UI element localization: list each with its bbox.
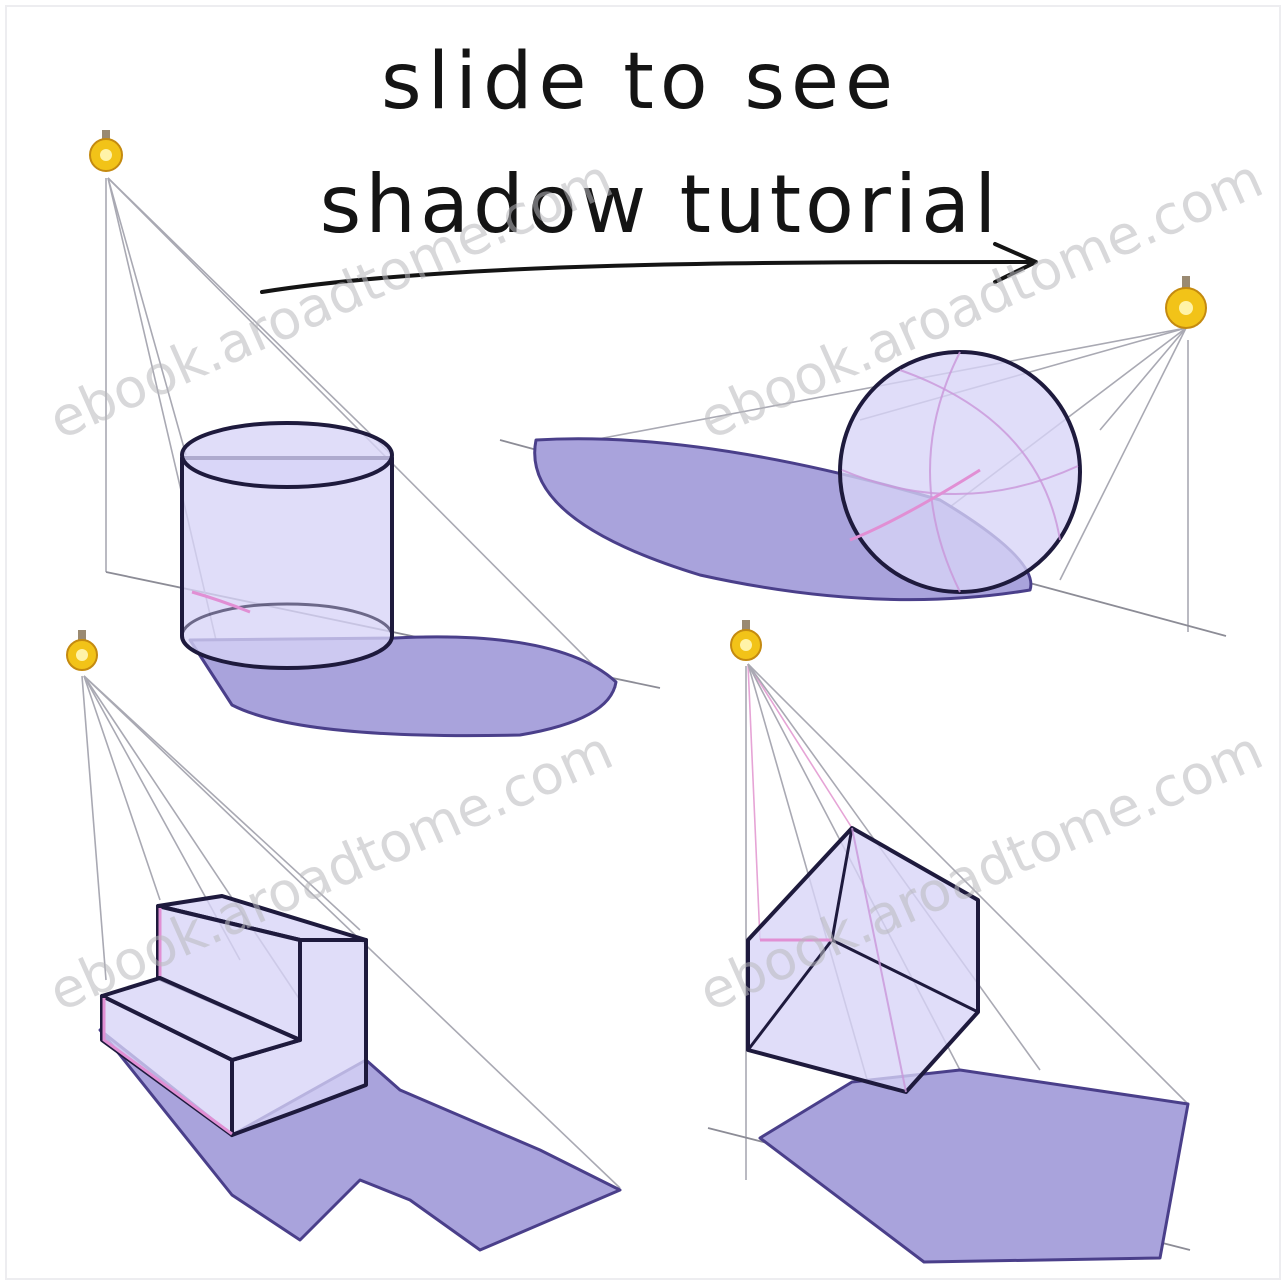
cylinder-top (182, 423, 392, 487)
cylinder (182, 458, 392, 668)
title-line-1: slide to see (381, 37, 899, 127)
sphere (840, 352, 1080, 592)
